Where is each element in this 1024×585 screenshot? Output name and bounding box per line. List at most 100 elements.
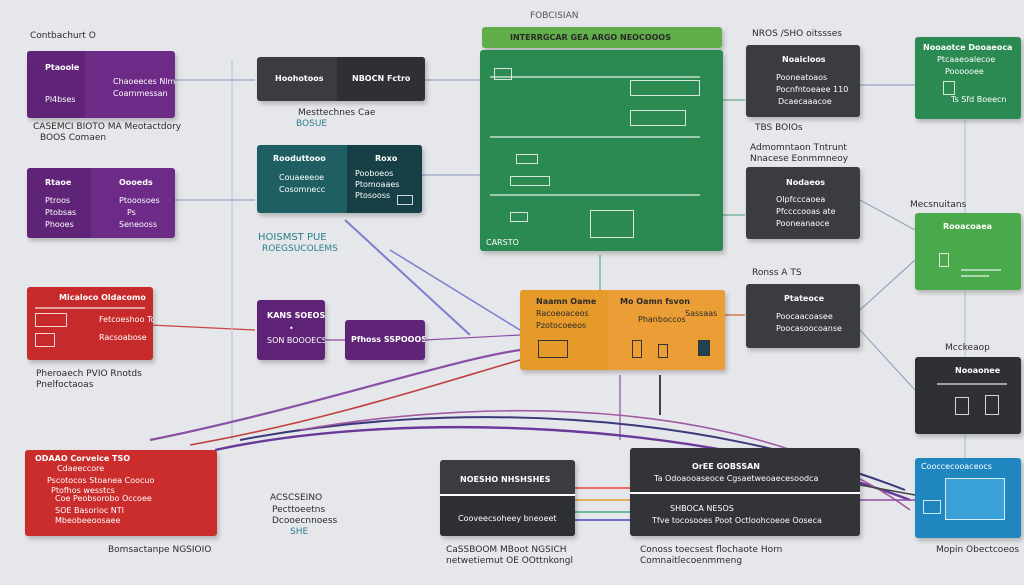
module-box-green-3[interactable]: Rooacoaea <box>915 213 1021 290</box>
top-left-caption: Contbachurt O <box>30 31 96 41</box>
module-title: Mo Oamn fsvon <box>620 297 690 306</box>
bottom-right-caption-a: Conoss toecsest flochaote Horn <box>640 545 783 555</box>
module-line: SOE Basorioc NTI <box>55 506 125 515</box>
module-line: Pocnfntoeaee 110 <box>776 85 849 94</box>
module-line: Pzotocoeeos <box>536 321 587 330</box>
module-title: Nooaotce Dooaeoca <box>923 43 1013 52</box>
module-box-purple-1[interactable]: Ptaoole Pl4bses Chaoeeces Nlme Coarnmess… <box>27 51 175 118</box>
module-subtitle: SON BOOOECS <box>267 336 325 345</box>
module-line: Cdaeeccore <box>57 464 105 473</box>
module-title: NOESHO NHSHSHES <box>460 475 551 484</box>
module-line: Pooneatoaos <box>776 73 828 82</box>
module-box-green-2[interactable]: Nooaotce Dooaeoca Ptcaaeoalecoe Poooooee… <box>915 37 1021 119</box>
module-line: Couaeeeoe <box>279 173 325 182</box>
module-line: Ptosooss <box>355 191 391 200</box>
module-title: Oooeds <box>119 178 153 187</box>
module-title: Cooccecooaceocs <box>921 462 992 471</box>
module-line: SHBOCA NESOS <box>670 504 734 513</box>
module-box-dark-1[interactable]: Hoohotoos NBOCN Fctro <box>257 57 425 101</box>
module-line: Racsoabose <box>99 333 147 342</box>
module-title: Micaloco Oldacomo <box>59 293 146 302</box>
mid-caption-a: Mesttechnes Cae <box>298 108 376 118</box>
module-line: Coarnmessan <box>113 89 168 98</box>
left-caption-b: BOOS Comaen <box>40 133 107 143</box>
module-line: Pooneanaoce <box>776 219 830 228</box>
module-title: OrEE GOBSSAN <box>692 462 760 471</box>
page-heading: FOBCISIAN <box>530 11 579 21</box>
module-line: Ptroos <box>45 196 71 205</box>
module-line: Racoeoaceos <box>536 309 589 318</box>
module-title: Naamn Oame <box>536 297 597 306</box>
module-title: Rtaoe <box>45 178 72 187</box>
module-line: Pfccccooas ate <box>776 207 836 216</box>
hoist-caption-b: ROEGSUCOLEMS <box>262 244 338 254</box>
module-title: Ptateoce <box>784 294 824 303</box>
module-title: Rooduttooo <box>273 154 326 163</box>
tbs-caption: TBS BOIOs <box>755 123 803 133</box>
mid-caption-b: BOSUE <box>296 119 328 129</box>
module-box-purple-4[interactable]: Pfhoss SSPOOOSOS <box>345 320 425 360</box>
module-line: Mbeobeeoosaee <box>55 516 121 525</box>
ros-caption: Ronss A TS <box>752 268 802 278</box>
bottom-right-caption-b: Comnaitlecoenmmeng <box>640 556 743 566</box>
module-line: Ts Sfd Boeecn <box>951 95 1007 104</box>
module-title: Noaicloos <box>782 55 826 64</box>
module-line: Seneooss <box>119 220 158 229</box>
module-box-dark-4[interactable]: Ptateoce Poocaacoasee Poocasoocoanse <box>746 284 860 348</box>
bottom-mid-caption-d: SHE <box>290 527 309 537</box>
module-line: Fetcoeshoo Tcones <box>99 315 153 324</box>
main-panel-green[interactable]: CARSTO <box>480 50 723 251</box>
adv-caption-a: Admomntaon Tntrunt <box>750 143 847 153</box>
module-box-dark-6[interactable]: NOESHO NHSHSHES Cooveecsoheey bneoeet <box>440 460 575 536</box>
bottom-mid-caption-c: Dcooecnnoess <box>272 516 338 526</box>
module-box-dark-2[interactable]: Noaicloos Pooneatoaos Pocnfntoeaee 110 D… <box>746 45 860 117</box>
module-line: Phooes <box>45 220 74 229</box>
module-box-teal-1[interactable]: Rooduttooo Couaeeeoe Cosomnecc Roxo Poob… <box>257 145 422 213</box>
module-box-dark-7[interactable]: OrEE GOBSSAN Ta Odoaooaseoce Cgsaetweoae… <box>630 448 860 536</box>
module-box-dark-5[interactable]: Nooaonee <box>915 357 1021 434</box>
module-title: Nodaeos <box>786 178 825 187</box>
module-box-blue-1[interactable]: Cooccecooaceocs <box>915 458 1021 538</box>
module-title: Ptaoole <box>45 63 80 72</box>
module-title: Nooaonee <box>955 366 1001 375</box>
bottom-far-right-caption: Mopin Obectcoeos <box>936 545 1020 555</box>
module-line: Ptofhos wesstcs <box>51 486 115 495</box>
module-line: Pooboeos <box>355 169 394 178</box>
module-line: Sassaas <box>685 309 718 318</box>
module-title: Rooacoaea <box>943 222 993 231</box>
module-box-purple-3[interactable]: KANS SOEOS • SON BOOOECS <box>257 300 325 360</box>
module-line: Phanboccos <box>638 315 686 324</box>
main-panel-header[interactable]: INTERRGCAR GEA ARGO NEOCOOOS <box>482 27 722 48</box>
module-title: Hoohotoos <box>275 74 324 83</box>
module-title: NBOCN Fctro <box>352 74 411 83</box>
bottom-center-caption-a: CaSSBOOM MBoot NGSICH <box>446 545 567 555</box>
module-line: Coe Peobsorobo Occoee <box>55 494 152 503</box>
module-line: Ptobsas <box>45 208 77 217</box>
far-right-caption: Mecsnuitans <box>910 200 967 210</box>
main-panel-title: INTERRGCAR GEA ARGO NEOCOOOS <box>510 33 671 42</box>
module-box-purple-2[interactable]: Rtaoe Ptroos Ptobsas Phooes Oooeds Ptooo… <box>27 168 175 238</box>
left-caption-a: CASEMCI BIOTO MA Meotactdory <box>33 122 182 132</box>
module-line: Pscotocos Stoanea Coocuo <box>47 476 155 485</box>
module-line: Cosomnecc <box>279 185 326 194</box>
module-line: Poooooee <box>945 67 984 76</box>
bottom-mid-caption-b: Pecttoeetns <box>272 505 326 515</box>
module-line: Dcaecaaacoe <box>778 97 832 106</box>
red-caption-b: Pnelfoctaoas <box>36 380 94 390</box>
module-title: Roxo <box>375 154 398 163</box>
module-box-red-2[interactable]: ODAAO Corveice TSO Cdaeeccore Pscotocos … <box>25 450 217 536</box>
module-box-red-1[interactable]: Micaloco Oldacomo Fetcoeshoo Tcones Racs… <box>27 287 153 360</box>
red-caption-a: Pheroaech PVIO Rnotds <box>36 369 142 379</box>
module-box-orange-1[interactable]: Naamn Oame Racoeoaceos Pzotocoeeos Mo Oa… <box>520 290 725 370</box>
adv-caption-b: Nnacese Eonmmneoy <box>750 154 849 164</box>
bottom-mid-caption-a: ACSCSEINO <box>270 493 323 503</box>
module-title: Pfhoss SSPOOOSOS <box>351 335 425 344</box>
bottom-center-caption-b: netwetiemut OE OOttnkongl <box>446 556 573 566</box>
module-box-dark-3[interactable]: Nodaeos Olpfcccaoea Pfccccooas ate Poone… <box>746 167 860 239</box>
module-line: Cooveecsoheey bneoeet <box>458 514 557 523</box>
module-line: Ps <box>127 208 136 217</box>
right-top-caption: NROS /SHO oitssses <box>752 29 842 39</box>
module-line: Ta Odoaooaseoce Cgsaetweoaecesoodca <box>654 474 819 483</box>
module-subtitle: Pl4bses <box>45 95 76 104</box>
main-panel-caption: CARSTO <box>486 238 519 247</box>
